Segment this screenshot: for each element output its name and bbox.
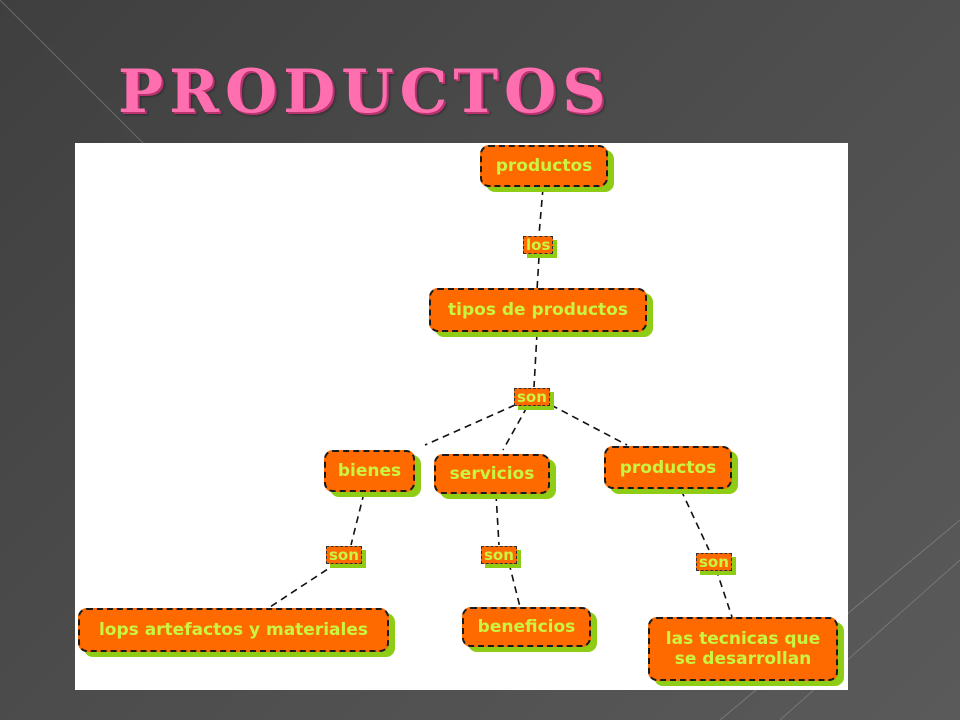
connector-lines (269, 187, 733, 618)
connector-son-productos (550, 404, 628, 446)
connector-bienes-son (350, 492, 365, 546)
connector-son-bienes (424, 404, 516, 446)
concept-map-canvas: productos los tipos de productos son bie… (75, 143, 848, 690)
connector-productos-son (680, 489, 710, 551)
link-label-son-productos: son (696, 553, 732, 571)
connector-son-tecnicas (715, 568, 733, 618)
connector-root-los (538, 187, 544, 236)
node-productos-root: productos (480, 145, 608, 187)
node-bienes: bienes (324, 450, 415, 492)
node-artefactos-materiales: lops artefactos y materiales (78, 608, 389, 652)
slide-title: PRODUCTOS (118, 57, 612, 127)
link-label-son-servicios: son (481, 546, 517, 564)
connector-son-servicios (502, 406, 528, 451)
connector-son-artefactos (269, 562, 338, 608)
connector-tipos-son (533, 332, 538, 388)
link-label-los: los (523, 236, 554, 254)
node-tecnicas-desarrollan: las tecnicas que se desarrollan (648, 617, 838, 681)
connector-son-beneficios (508, 562, 521, 608)
node-productos-secondary: productos (604, 446, 732, 489)
node-servicios: servicios (434, 454, 550, 494)
link-label-son-main: son (514, 388, 550, 406)
connector-los-tipos (536, 256, 540, 291)
node-tipos-de-productos: tipos de productos (429, 288, 647, 332)
node-beneficios: beneficios (462, 607, 591, 647)
link-label-son-bienes: son (326, 546, 362, 564)
connector-servicios-son (495, 493, 500, 546)
